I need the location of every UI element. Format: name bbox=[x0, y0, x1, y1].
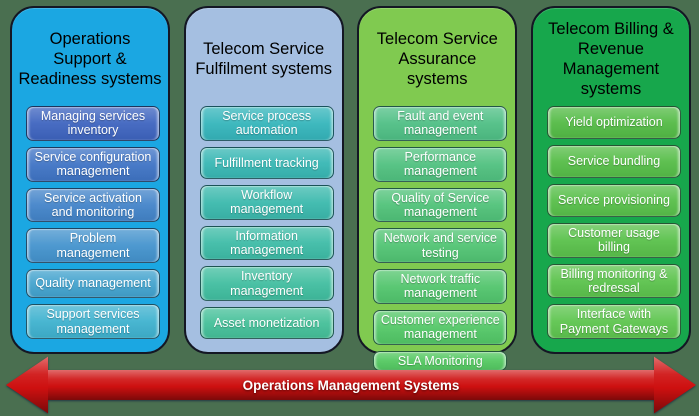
system-item: Fault and event management bbox=[373, 106, 508, 141]
system-item: Asset monetization bbox=[199, 307, 334, 339]
system-item: Quality of Service management bbox=[373, 187, 508, 223]
column-billing-revenue-management: Telecom Billing & Revenue Management sys… bbox=[530, 6, 691, 354]
system-item: Service process automation bbox=[199, 106, 334, 141]
system-item: Network traffic management bbox=[373, 269, 508, 304]
system-item: Service activation and monitoring bbox=[26, 187, 160, 223]
column-title: Telecom Service Fulfilment systems bbox=[195, 39, 332, 78]
system-item: SLA Monitoring bbox=[373, 350, 508, 371]
column-service-fulfilment: Telecom Service Fulfilment systems Servi… bbox=[183, 6, 344, 354]
system-item: Managing services inventory bbox=[26, 106, 160, 141]
column-title: Operations Support & Readiness systems bbox=[18, 29, 162, 89]
arrow-right-head-icon bbox=[654, 356, 696, 414]
system-item: Problem management bbox=[26, 228, 160, 263]
column-service-assurance: Telecom Service Assurance systems Fault … bbox=[357, 6, 518, 371]
system-item: Network and service testing bbox=[373, 228, 508, 263]
system-item: Quality management bbox=[26, 269, 160, 299]
system-item: Information management bbox=[199, 225, 334, 261]
system-item: Billing monitoring & redressal bbox=[546, 263, 681, 299]
column-items: Managing services inventory Service conf… bbox=[12, 102, 168, 352]
column-title: Telecom Billing & Revenue Management sys… bbox=[548, 19, 674, 99]
system-item: Customer experience management bbox=[373, 309, 508, 345]
system-item: Yield optimization bbox=[546, 106, 681, 139]
system-item: Workflow management bbox=[199, 184, 334, 220]
operations-management-arrow: Operations Management Systems bbox=[6, 356, 696, 414]
column-operations-support-readiness: Operations Support & Readiness systems M… bbox=[10, 6, 170, 354]
system-item: Service bundling bbox=[546, 144, 681, 178]
system-item: Customer usage billing bbox=[546, 222, 681, 258]
columns-row: Operations Support & Readiness systems M… bbox=[10, 6, 691, 371]
column-items: Yield optimization Service bundling Serv… bbox=[533, 102, 689, 352]
system-item: Performance management bbox=[373, 146, 508, 182]
system-item: Inventory management bbox=[199, 266, 334, 301]
arrow-left-head-icon bbox=[6, 356, 48, 414]
arrow-body: Operations Management Systems bbox=[48, 370, 654, 400]
column-title: Telecom Service Assurance systems bbox=[376, 29, 498, 89]
system-item: Service provisioning bbox=[546, 183, 681, 217]
system-item: Interface with Payment Gateways bbox=[546, 304, 681, 340]
arrow-label: Operations Management Systems bbox=[242, 377, 460, 393]
system-item: Support services management bbox=[26, 304, 160, 339]
system-item: Service configuration management bbox=[26, 146, 160, 182]
system-item: Fulfillment tracking bbox=[199, 146, 334, 179]
column-items: Service process automation Fulfillment t… bbox=[186, 102, 342, 352]
column-items: Fault and event management Performance m… bbox=[359, 102, 515, 384]
